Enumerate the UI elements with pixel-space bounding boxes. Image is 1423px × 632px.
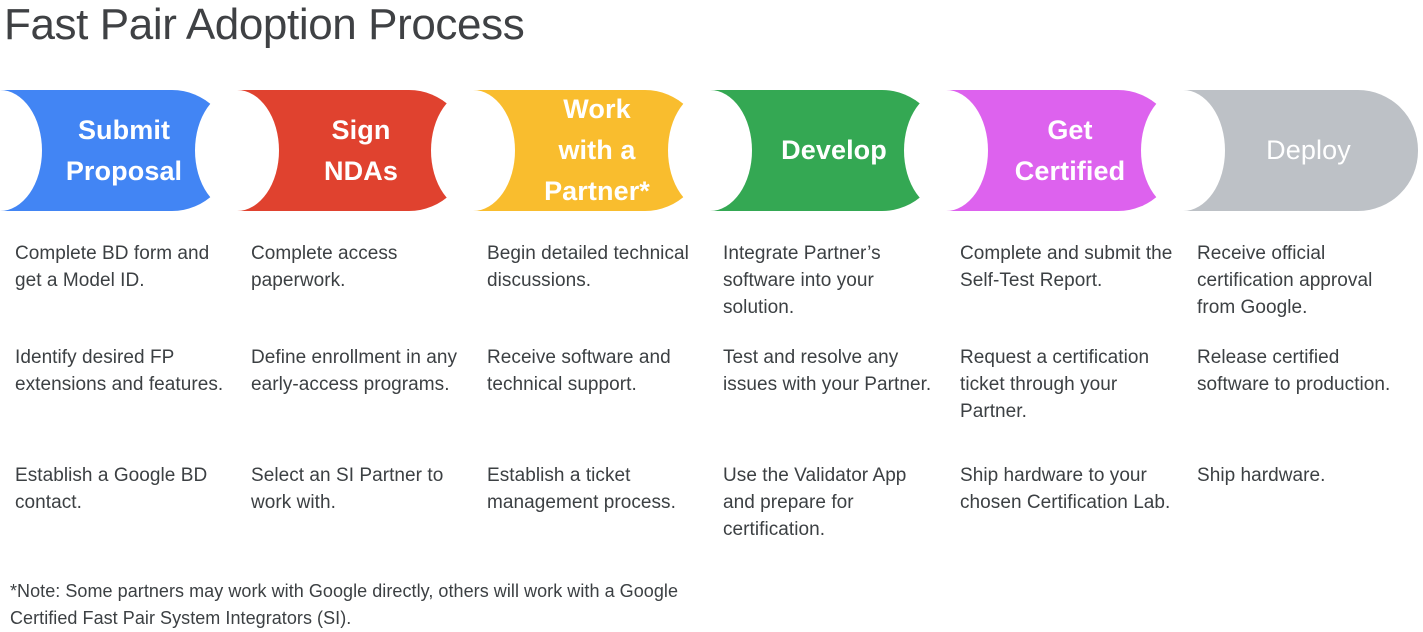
detail-item: Request a certification ticket through y…	[960, 347, 1150, 422]
process-stage-sign-ndas[interactable]: Sign NDAs	[195, 90, 469, 211]
detail-item: Ship hardware.	[1197, 465, 1326, 486]
footnote: *Note: Some partners may work with Googl…	[10, 581, 679, 628]
detail-item: Define enrollment in any early-access pr…	[251, 347, 458, 395]
process-stage-develop[interactable]: Develop	[668, 90, 942, 211]
stage-label: Get Certified	[1014, 114, 1126, 186]
stage-label: Submit Proposal	[65, 114, 183, 186]
process-stage-submit-proposal[interactable]: Submit Proposal	[0, 90, 232, 211]
stage-label: Deploy	[1266, 135, 1351, 165]
detail-item: Ship hardware to your chosen Certificati…	[960, 465, 1171, 513]
process-stage-get-certified[interactable]: Get Certified	[904, 90, 1178, 211]
detail-item: Complete and submit the Self-Test Report…	[960, 243, 1173, 291]
detail-item: Identify desired FP extensions and featu…	[15, 347, 224, 395]
detail-item: Integrate Partner’s software into your s…	[723, 243, 881, 318]
stage-notch-icon	[904, 90, 988, 211]
stage-notch-icon	[431, 90, 515, 211]
process-stage-deploy[interactable]: Deploy	[1141, 90, 1418, 211]
detail-item: Begin detailed technical discussions.	[487, 243, 689, 291]
stage-notch-icon	[668, 90, 752, 211]
stage-label: Develop	[781, 135, 887, 165]
stage-label: Work with a Partner*	[544, 94, 650, 206]
process-flow-banner: Submit Proposal Sign NDAs Work with a Pa…	[0, 90, 1423, 211]
detail-item: Test and resolve any issues with your Pa…	[723, 347, 932, 395]
stage-notch-icon	[1141, 90, 1225, 211]
detail-item: Select an SI Partner to work with.	[251, 465, 444, 513]
detail-item: Receive software and technical support.	[487, 347, 671, 395]
process-stage-work-with-a-partner[interactable]: Work with a Partner*	[431, 90, 705, 211]
detail-item: Use the Validator App and prepare for ce…	[723, 465, 907, 540]
detail-item: Establish a Google BD contact.	[15, 465, 208, 513]
detail-item: Complete access paperwork.	[251, 243, 398, 291]
detail-item: Release certified software to production…	[1197, 347, 1391, 395]
stage-label: Sign NDAs	[324, 114, 398, 186]
detail-item: Establish a ticket management process.	[487, 465, 676, 513]
page-title: Fast Pair Adoption Process	[4, 0, 525, 49]
stage-notch-icon	[195, 90, 279, 211]
detail-item: Complete BD form and get a Model ID.	[15, 243, 210, 291]
detail-item: Receive official certification approval …	[1197, 243, 1373, 318]
